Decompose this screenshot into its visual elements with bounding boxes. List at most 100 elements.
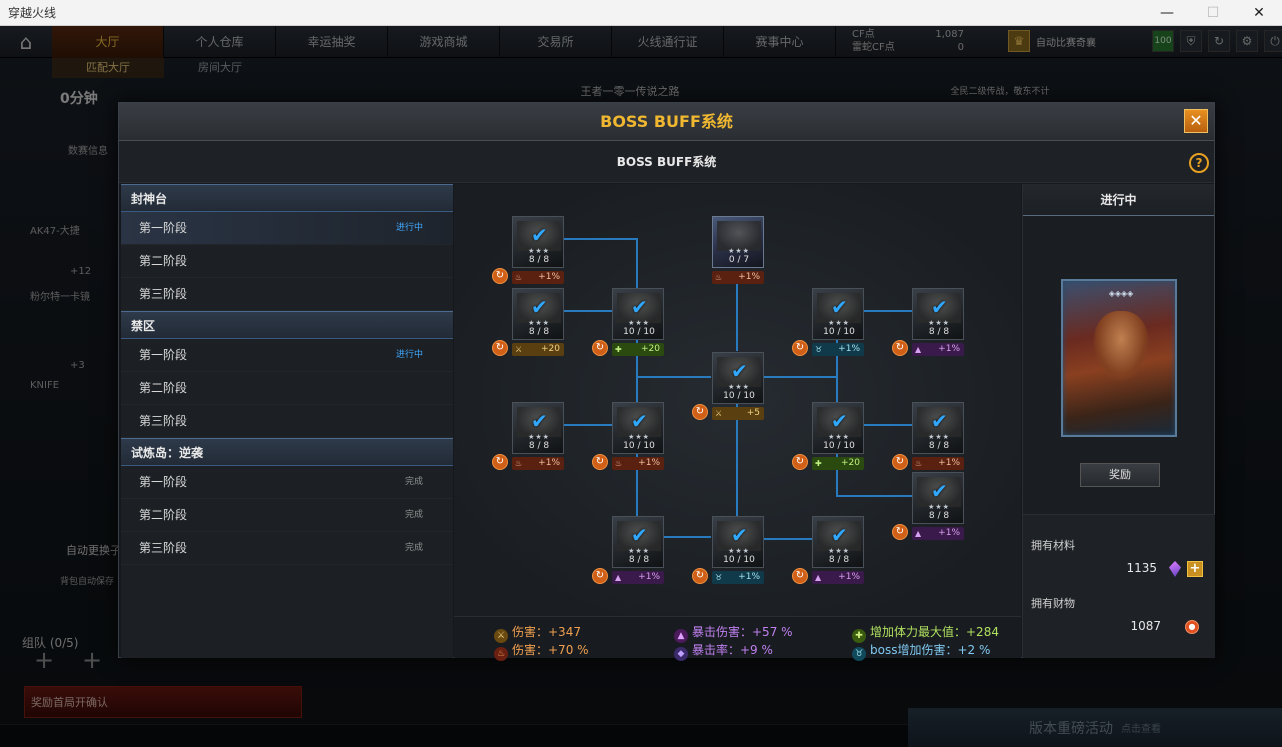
stat-boss-damage-text: boss增加伤害：+2 %	[870, 643, 991, 657]
nav-lottery[interactable]: 幸运抽奖	[276, 25, 388, 58]
buff-card[interactable]: ✔★★★10 / 10	[812, 288, 864, 340]
reset-icon[interactable]: ↻	[492, 340, 508, 356]
version-event-button[interactable]: 版本重磅活动 点击查看	[908, 708, 1282, 747]
buff-card[interactable]: ✔★★★10 / 10	[612, 288, 664, 340]
buff-node[interactable]: ✔★★★8 / 8♨+1%	[512, 402, 564, 470]
buff-node[interactable]: ✔★★★10 / 10♉+1%	[812, 288, 864, 356]
stage-item[interactable]: 第三阶段	[121, 278, 453, 311]
reset-icon[interactable]: ↻	[692, 568, 708, 584]
blue-icon: ♉	[815, 345, 823, 354]
stage-label: 第三阶段	[139, 414, 188, 428]
gear-icon[interactable]: ⚙	[1236, 30, 1258, 52]
buff-card[interactable]: ✔★★★8 / 8	[512, 402, 564, 454]
reset-icon[interactable]: ↻	[692, 404, 708, 420]
auto-save-label[interactable]: 背包自动保存	[60, 577, 115, 587]
auto-change-label[interactable]: 自动更换子	[66, 544, 121, 557]
node-bonus-value: +1%	[538, 458, 560, 468]
reward-button[interactable]: 奖励	[1080, 463, 1160, 487]
buff-node[interactable]: ✔★★★8 / 8♨+1%	[512, 216, 564, 284]
buff-node[interactable]: ★★★0 / 7♨+1%	[712, 216, 764, 284]
reset-icon[interactable]: ↻	[492, 454, 508, 470]
buff-node[interactable]: ✔★★★10 / 10 ✚+20	[812, 402, 864, 470]
info-tab[interactable]: 数赛信息	[68, 146, 108, 157]
nav-warehouse[interactable]: 个人仓库	[164, 25, 276, 58]
buff-card[interactable]: ✔★★★8 / 8	[612, 516, 664, 568]
confirm-bar[interactable]: 奖励首局开确认	[24, 686, 302, 718]
soldier-figure	[517, 293, 561, 323]
reset-icon[interactable]: ↻	[492, 268, 508, 284]
tab-match-lobby[interactable]: 匹配大厅	[52, 58, 164, 78]
stage-item[interactable]: 第二阶段	[121, 245, 453, 278]
close-window-button[interactable]: ✕	[1253, 4, 1265, 21]
buff-node[interactable]: ✔★★★8 / 8▲+1%	[812, 516, 864, 584]
buff-card[interactable]: ✔★★★10 / 10	[612, 402, 664, 454]
reset-icon[interactable]: ↻	[592, 568, 608, 584]
buff-card[interactable]: ✔★★★8 / 8	[912, 288, 964, 340]
buff-node[interactable]: ✔★★★10 / 10♨+1%	[612, 402, 664, 470]
buff-node[interactable]: ✔★★★8 / 8▲+1%	[912, 472, 964, 540]
buff-node[interactable]: ✔★★★10 / 10✚+20	[612, 288, 664, 356]
soldier-figure	[817, 521, 861, 551]
reset-icon[interactable]: ↻	[892, 454, 908, 470]
nav-shop[interactable]: 游戏商城	[388, 25, 500, 58]
maximize-button[interactable]: ☐	[1206, 4, 1220, 21]
buff-card[interactable]: ✔★★★10 / 10	[812, 402, 864, 454]
nav-lobby[interactable]: 大厅	[52, 25, 164, 58]
stage-item[interactable]: 第一阶段 进行中	[121, 339, 453, 372]
node-bonus-value: +5	[746, 408, 760, 418]
buff-node[interactable]: ✔★★★8 / 8▲+1%	[912, 288, 964, 356]
stage-item[interactable]: 第三阶段 完成	[121, 532, 453, 565]
node-bonus: ✚+20	[812, 457, 864, 470]
add-member-icon[interactable]: +	[82, 646, 103, 674]
check-icon: ✔	[631, 409, 648, 433]
buff-card[interactable]: ✔★★★8 / 8	[912, 472, 964, 524]
rank-badge-icon[interactable]: ♛	[1008, 30, 1030, 52]
reset-icon[interactable]: ↻	[892, 340, 908, 356]
buff-card[interactable]: ✔★★★8 / 8	[912, 402, 964, 454]
buff-card[interactable]: ★★★0 / 7	[712, 216, 764, 268]
stage-item[interactable]: 第三阶段	[121, 405, 453, 438]
node-bonus: ♉+1%	[712, 571, 764, 584]
reset-icon[interactable]: ↻	[592, 454, 608, 470]
power-icon[interactable]: ⏻	[1264, 30, 1282, 52]
materials-value: 1135	[1126, 561, 1157, 575]
reset-icon[interactable]: ↻	[792, 568, 808, 584]
home-icon[interactable]: ⌂	[19, 29, 33, 54]
crit-damage-icon: ▲	[674, 629, 688, 643]
stage-item[interactable]: 第二阶段 完成	[121, 499, 453, 532]
stage-item[interactable]: 第一阶段 完成	[121, 466, 453, 499]
add-materials-button[interactable]: +	[1187, 561, 1203, 577]
reset-icon[interactable]: ↻	[792, 454, 808, 470]
buff-node[interactable]: ✔★★★8 / 8▲+1%	[612, 516, 664, 584]
shield-icon[interactable]: ⛨	[1180, 30, 1202, 52]
stage-item[interactable]: 第一阶段 进行中	[121, 212, 453, 245]
stat-damage-text: 伤害：+347	[512, 625, 581, 639]
buff-card[interactable]: ✔★★★10 / 10	[712, 516, 764, 568]
buff-node[interactable]: ✔★★★10 / 10⚔+5	[712, 352, 764, 420]
minimize-button[interactable]: —	[1160, 4, 1174, 21]
help-icon[interactable]: ?	[1189, 153, 1209, 173]
stage-item[interactable]: 第二阶段	[121, 372, 453, 405]
reset-icon[interactable]: ↻	[892, 524, 908, 540]
nav-exchange[interactable]: 交易所	[500, 25, 612, 58]
nav-pass[interactable]: 火线通行证	[612, 25, 724, 58]
tab-room-lobby[interactable]: 房间大厅	[198, 61, 242, 74]
add-member-icon[interactable]: +	[34, 646, 55, 674]
buff-card[interactable]: ✔★★★8 / 8	[512, 288, 564, 340]
boss-portrait[interactable]: ◈◈◈◈	[1061, 279, 1177, 437]
refresh-icon[interactable]: ↻	[1208, 30, 1230, 52]
buff-node[interactable]: ✔★★★8 / 8⚔+20	[512, 288, 564, 356]
buff-node[interactable]: ✔★★★10 / 10 ♉+1%	[712, 516, 764, 584]
buff-card[interactable]: ✔★★★8 / 8	[512, 216, 564, 268]
stars-icon: ★★★	[728, 247, 750, 255]
modal-close-button[interactable]: ✕	[1184, 109, 1208, 133]
buff-card[interactable]: ✔★★★10 / 10	[712, 352, 764, 404]
reset-icon[interactable]: ↻	[792, 340, 808, 356]
reset-icon[interactable]: ↻	[592, 340, 608, 356]
buff-node[interactable]: ✔★★★8 / 8♨+1%	[912, 402, 964, 470]
buff-card[interactable]: ✔★★★8 / 8	[812, 516, 864, 568]
level-badge[interactable]: 100	[1152, 30, 1174, 52]
nav-events[interactable]: 赛事中心	[724, 25, 836, 58]
banner-mid[interactable]: 王者一零一传说之路	[580, 85, 680, 98]
version-event-sub: 点击查看	[1121, 724, 1161, 735]
